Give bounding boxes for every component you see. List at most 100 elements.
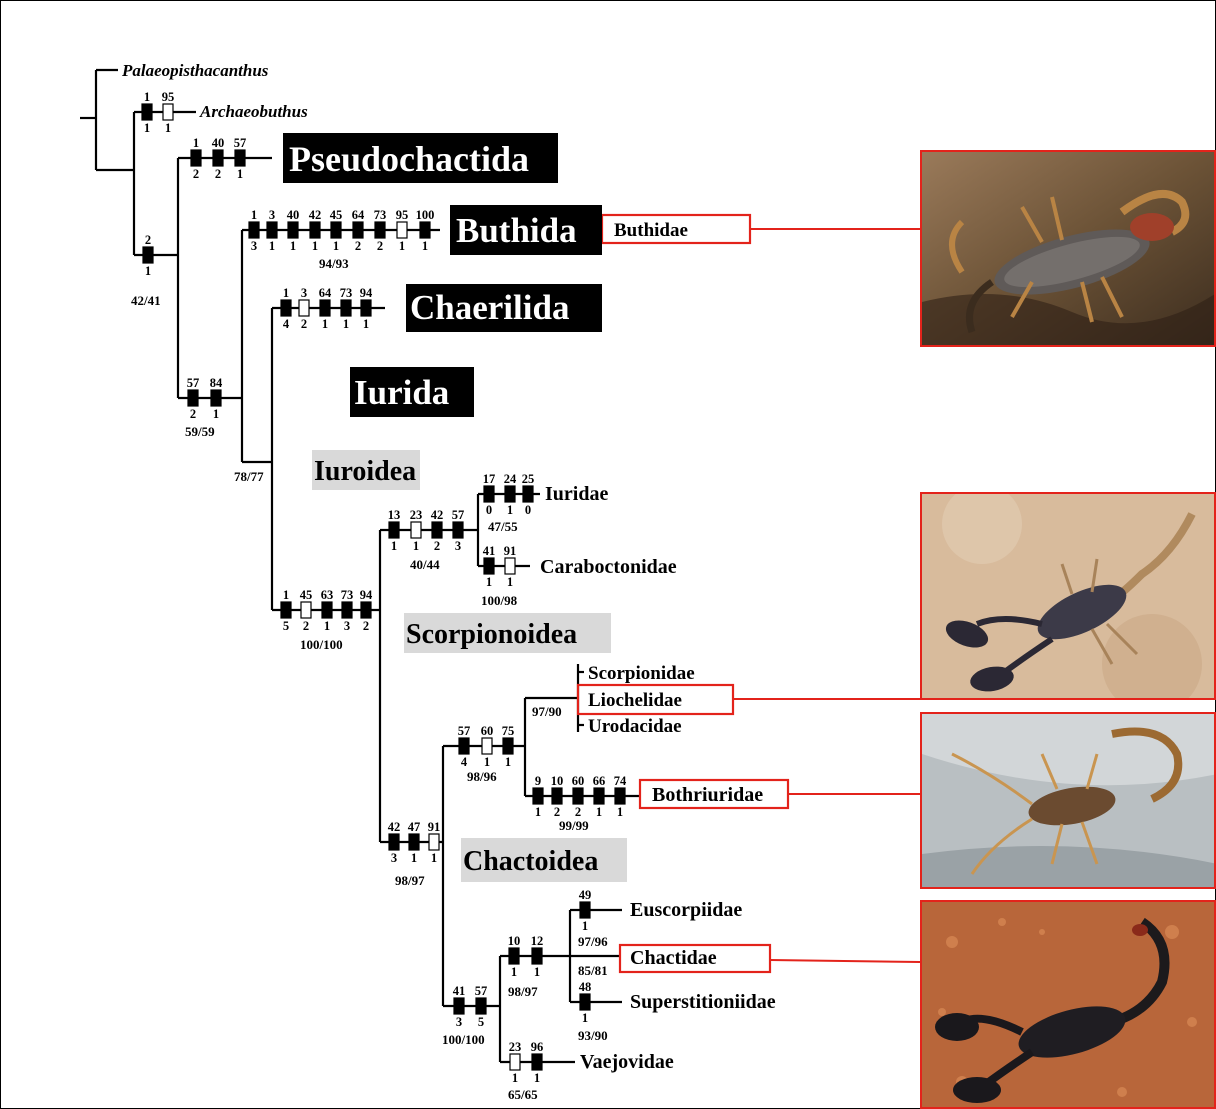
character-state: 1: [484, 755, 490, 769]
character-marker-homoplastic: [510, 1054, 520, 1070]
character-number: 3: [269, 208, 275, 222]
taxon-buthidae: Buthidae: [614, 220, 688, 241]
photo-chactidae-scorpion: [920, 900, 1216, 1109]
character-state: 3: [391, 851, 397, 865]
taxon-iuridae: Iuridae: [545, 483, 608, 505]
character-number: 63: [321, 588, 334, 602]
character-state: 2: [301, 317, 307, 331]
character-state: 3: [456, 1015, 462, 1029]
character-marker: [267, 222, 277, 238]
taxon-vaejovidae: Vaejovidae: [580, 1051, 674, 1073]
character-number: 45: [300, 588, 313, 602]
superfamily-scorpionoidea: Scorpionoidea: [406, 619, 577, 650]
photo-bothriuridae-scorpion: [920, 712, 1216, 889]
character-state: 2: [554, 805, 560, 819]
character-marker: [142, 104, 152, 120]
character-number: 23: [410, 508, 423, 522]
character-marker: [342, 602, 352, 618]
character-state: 1: [399, 239, 405, 253]
character-marker: [322, 602, 332, 618]
character-state: 2: [434, 539, 440, 553]
support-value: 78/77: [234, 469, 264, 484]
taxon-euscorpiidae: Euscorpiidae: [630, 899, 742, 921]
character-state: 1: [512, 1071, 518, 1085]
character-marker: [532, 948, 542, 964]
character-marker: [476, 998, 486, 1014]
character-state: 1: [582, 1011, 588, 1025]
character-number: 3: [301, 286, 307, 300]
character-number: 41: [483, 544, 496, 558]
character-state: 1: [534, 1071, 540, 1085]
character-marker: [432, 522, 442, 538]
character-state: 1: [511, 965, 517, 979]
character-marker-homoplastic: [299, 300, 309, 316]
character-marker-homoplastic: [163, 104, 173, 120]
character-state: 1: [269, 239, 275, 253]
character-state: 1: [505, 755, 511, 769]
character-number: 25: [522, 472, 535, 486]
character-marker: [281, 602, 291, 618]
character-number: 17: [483, 472, 496, 486]
support-value: 93/90: [578, 1028, 608, 1043]
support-value: 99/99: [559, 818, 589, 833]
character-marker: [459, 738, 469, 754]
character-number: 75: [502, 724, 515, 738]
character-number: 57: [187, 376, 200, 390]
clade-pseudochactida: Pseudochactida: [289, 139, 529, 179]
support-value: 100/98: [481, 593, 518, 608]
character-state: 5: [283, 619, 289, 633]
character-marker: [213, 150, 223, 166]
character-marker: [389, 834, 399, 850]
character-marker-homoplastic: [301, 602, 311, 618]
character-marker-homoplastic: [411, 522, 421, 538]
taxon-superstitioniidae: Superstitioniidae: [630, 991, 776, 1013]
character-state: 1: [617, 805, 623, 819]
support-value: 65/65: [508, 1087, 538, 1102]
character-state: 1: [363, 317, 369, 331]
character-marker: [143, 247, 153, 263]
character-marker: [573, 788, 583, 804]
character-marker: [281, 300, 291, 316]
character-marker-homoplastic: [505, 558, 515, 574]
support-value: 47/55: [488, 519, 518, 534]
character-state: 1: [422, 239, 428, 253]
character-number: 1: [283, 286, 289, 300]
character-number: 10: [551, 774, 564, 788]
support-value: 100/100: [442, 1032, 485, 1047]
character-number: 23: [509, 1040, 522, 1054]
character-number: 57: [458, 724, 471, 738]
character-marker: [532, 1054, 542, 1070]
taxon-chactidae: Chactidae: [630, 947, 717, 969]
character-state: 2: [190, 407, 196, 421]
character-marker: [453, 522, 463, 538]
character-marker: [420, 222, 430, 238]
character-state: 1: [431, 851, 437, 865]
character-marker: [580, 994, 590, 1010]
character-number: 41: [453, 984, 466, 998]
support-value: 85/81: [578, 963, 608, 978]
character-marker: [454, 998, 464, 1014]
character-marker-homoplastic: [482, 738, 492, 754]
character-marker: [552, 788, 562, 804]
character-state: 1: [507, 575, 513, 589]
support-value: 40/44: [410, 557, 440, 572]
character-marker: [375, 222, 385, 238]
character-number: 73: [341, 588, 354, 602]
character-state: 2: [215, 167, 221, 181]
character-number: 91: [428, 820, 441, 834]
character-number: 13: [388, 508, 401, 522]
character-number: 57: [234, 136, 247, 150]
superfamily-chactoidea: Chactoidea: [463, 846, 598, 877]
character-number: 42: [431, 508, 444, 522]
support-value: 94/93: [319, 256, 349, 271]
character-number: 60: [481, 724, 494, 738]
character-number: 73: [374, 208, 387, 222]
support-value: 97/90: [532, 704, 562, 719]
character-number: 12: [531, 934, 544, 948]
character-number: 2: [145, 233, 151, 247]
character-marker: [191, 150, 201, 166]
character-state: 3: [251, 239, 257, 253]
character-marker: [615, 788, 625, 804]
character-marker: [249, 222, 259, 238]
character-state: 2: [575, 805, 581, 819]
